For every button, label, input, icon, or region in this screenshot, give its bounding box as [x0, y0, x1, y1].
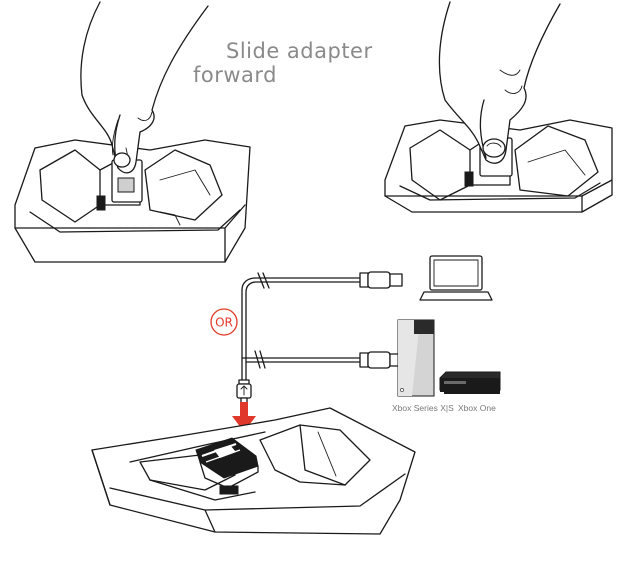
- caption-line-2: forward: [193, 63, 277, 87]
- usb-cables: [236, 271, 403, 405]
- caption-line-1: Slide adapter: [226, 39, 373, 63]
- xbox-one-label: Xbox One: [458, 403, 496, 413]
- laptop-icon: [419, 255, 493, 301]
- instruction-caption: Slide adapter forward: [193, 39, 373, 87]
- bottom-dock-illustration: [91, 407, 416, 535]
- xbox-series-x-icon: [397, 319, 435, 397]
- right-dock-illustration: [384, 1, 613, 213]
- or-badge: OR: [210, 308, 238, 336]
- insert-arrow: [232, 402, 256, 432]
- xbox-one-icon: [439, 371, 501, 394]
- xbox-series-label: Xbox Series X|S: [392, 403, 454, 413]
- or-label: OR: [215, 316, 233, 330]
- left-dock-illustration: [14, 1, 251, 263]
